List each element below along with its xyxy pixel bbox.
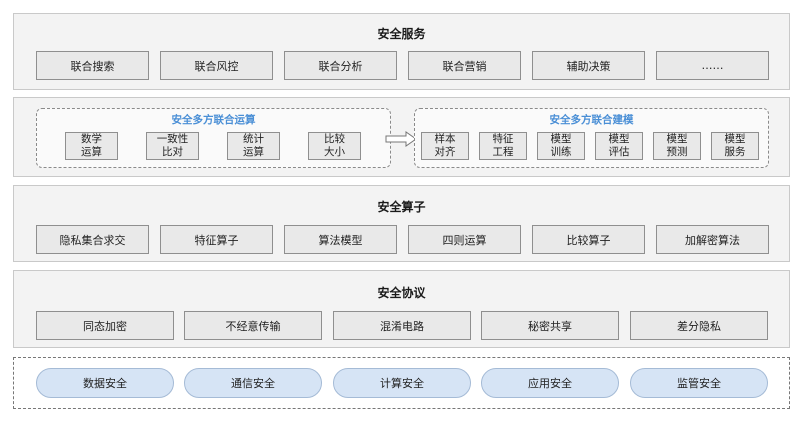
computation-box: 比较 大小 [308, 132, 361, 160]
protocol-box: 差分隐私 [630, 311, 768, 340]
joint-modeling-group: 安全多方联合建模 [414, 108, 769, 168]
operator-box: 算法模型 [284, 225, 397, 254]
box-line2: 运算 [81, 146, 102, 158]
joint-modeling-title: 安全多方联合建模 [549, 114, 634, 126]
box-line1: 模型 [666, 133, 688, 145]
layer-title: 安全协议 [377, 286, 426, 300]
box-line1: 模型 [608, 133, 630, 145]
computation-box: 数学 运算 [65, 132, 118, 160]
box-line1: 数学 [81, 133, 102, 145]
box-line2: 评估 [608, 146, 630, 158]
service-box: 辅助决策 [532, 51, 645, 80]
foundation-pill: 数据安全 [36, 368, 174, 398]
box-line1: 一致性 [156, 133, 189, 145]
operator-box: 加解密算法 [656, 225, 769, 254]
box-line1: 比较 [324, 133, 345, 145]
box-line2: 比对 [162, 146, 183, 158]
modeling-box: 模型 预测 [653, 132, 701, 160]
box-line2: 训练 [550, 146, 572, 158]
protocol-box: 不经意传输 [184, 311, 322, 340]
operator-box: 特征算子 [160, 225, 273, 254]
modeling-box: 模型 服务 [711, 132, 759, 160]
modeling-box: 模型 训练 [537, 132, 585, 160]
layer-title: 安全算子 [377, 200, 426, 214]
modeling-box: 样本 对齐 [421, 132, 469, 160]
box-line2: 大小 [324, 146, 345, 158]
layer-title: 安全服务 [377, 27, 426, 41]
modeling-box: 特征 工程 [479, 132, 527, 160]
box-line2: 对齐 [434, 146, 456, 158]
service-box: 联合分析 [284, 51, 397, 80]
foundation-pill: 计算安全 [333, 368, 471, 398]
box-line1: 模型 [724, 133, 746, 145]
protocol-box: 秘密共享 [481, 311, 619, 340]
foundation-pill: 应用安全 [481, 368, 619, 398]
security-foundation-group [13, 357, 790, 409]
arrow-right-icon [385, 131, 417, 147]
modeling-box: 模型 评估 [595, 132, 643, 160]
box-line2: 服务 [724, 146, 746, 158]
box-line2: 运算 [243, 146, 264, 158]
service-box: …… [656, 51, 769, 80]
service-box: 联合营销 [408, 51, 521, 80]
joint-computation-title: 安全多方联合运算 [171, 114, 256, 126]
operator-box: 四则运算 [408, 225, 521, 254]
box-line1: 样本 [434, 133, 456, 145]
foundation-pill: 监管安全 [630, 368, 768, 398]
computation-box: 一致性 比对 [146, 132, 199, 160]
box-line2: 工程 [492, 146, 514, 158]
service-box: 联合风控 [160, 51, 273, 80]
box-line1: 模型 [550, 133, 572, 145]
protocol-box: 同态加密 [36, 311, 174, 340]
box-line1: 特征 [492, 133, 514, 145]
box-line1: 统计 [243, 133, 264, 145]
service-box: 联合搜索 [36, 51, 149, 80]
operator-box: 比较算子 [532, 225, 645, 254]
operator-box: 隐私集合求交 [36, 225, 149, 254]
computation-box: 统计 运算 [227, 132, 280, 160]
foundation-pill: 通信安全 [184, 368, 322, 398]
box-line2: 预测 [666, 146, 688, 158]
protocol-box: 混淆电路 [333, 311, 471, 340]
